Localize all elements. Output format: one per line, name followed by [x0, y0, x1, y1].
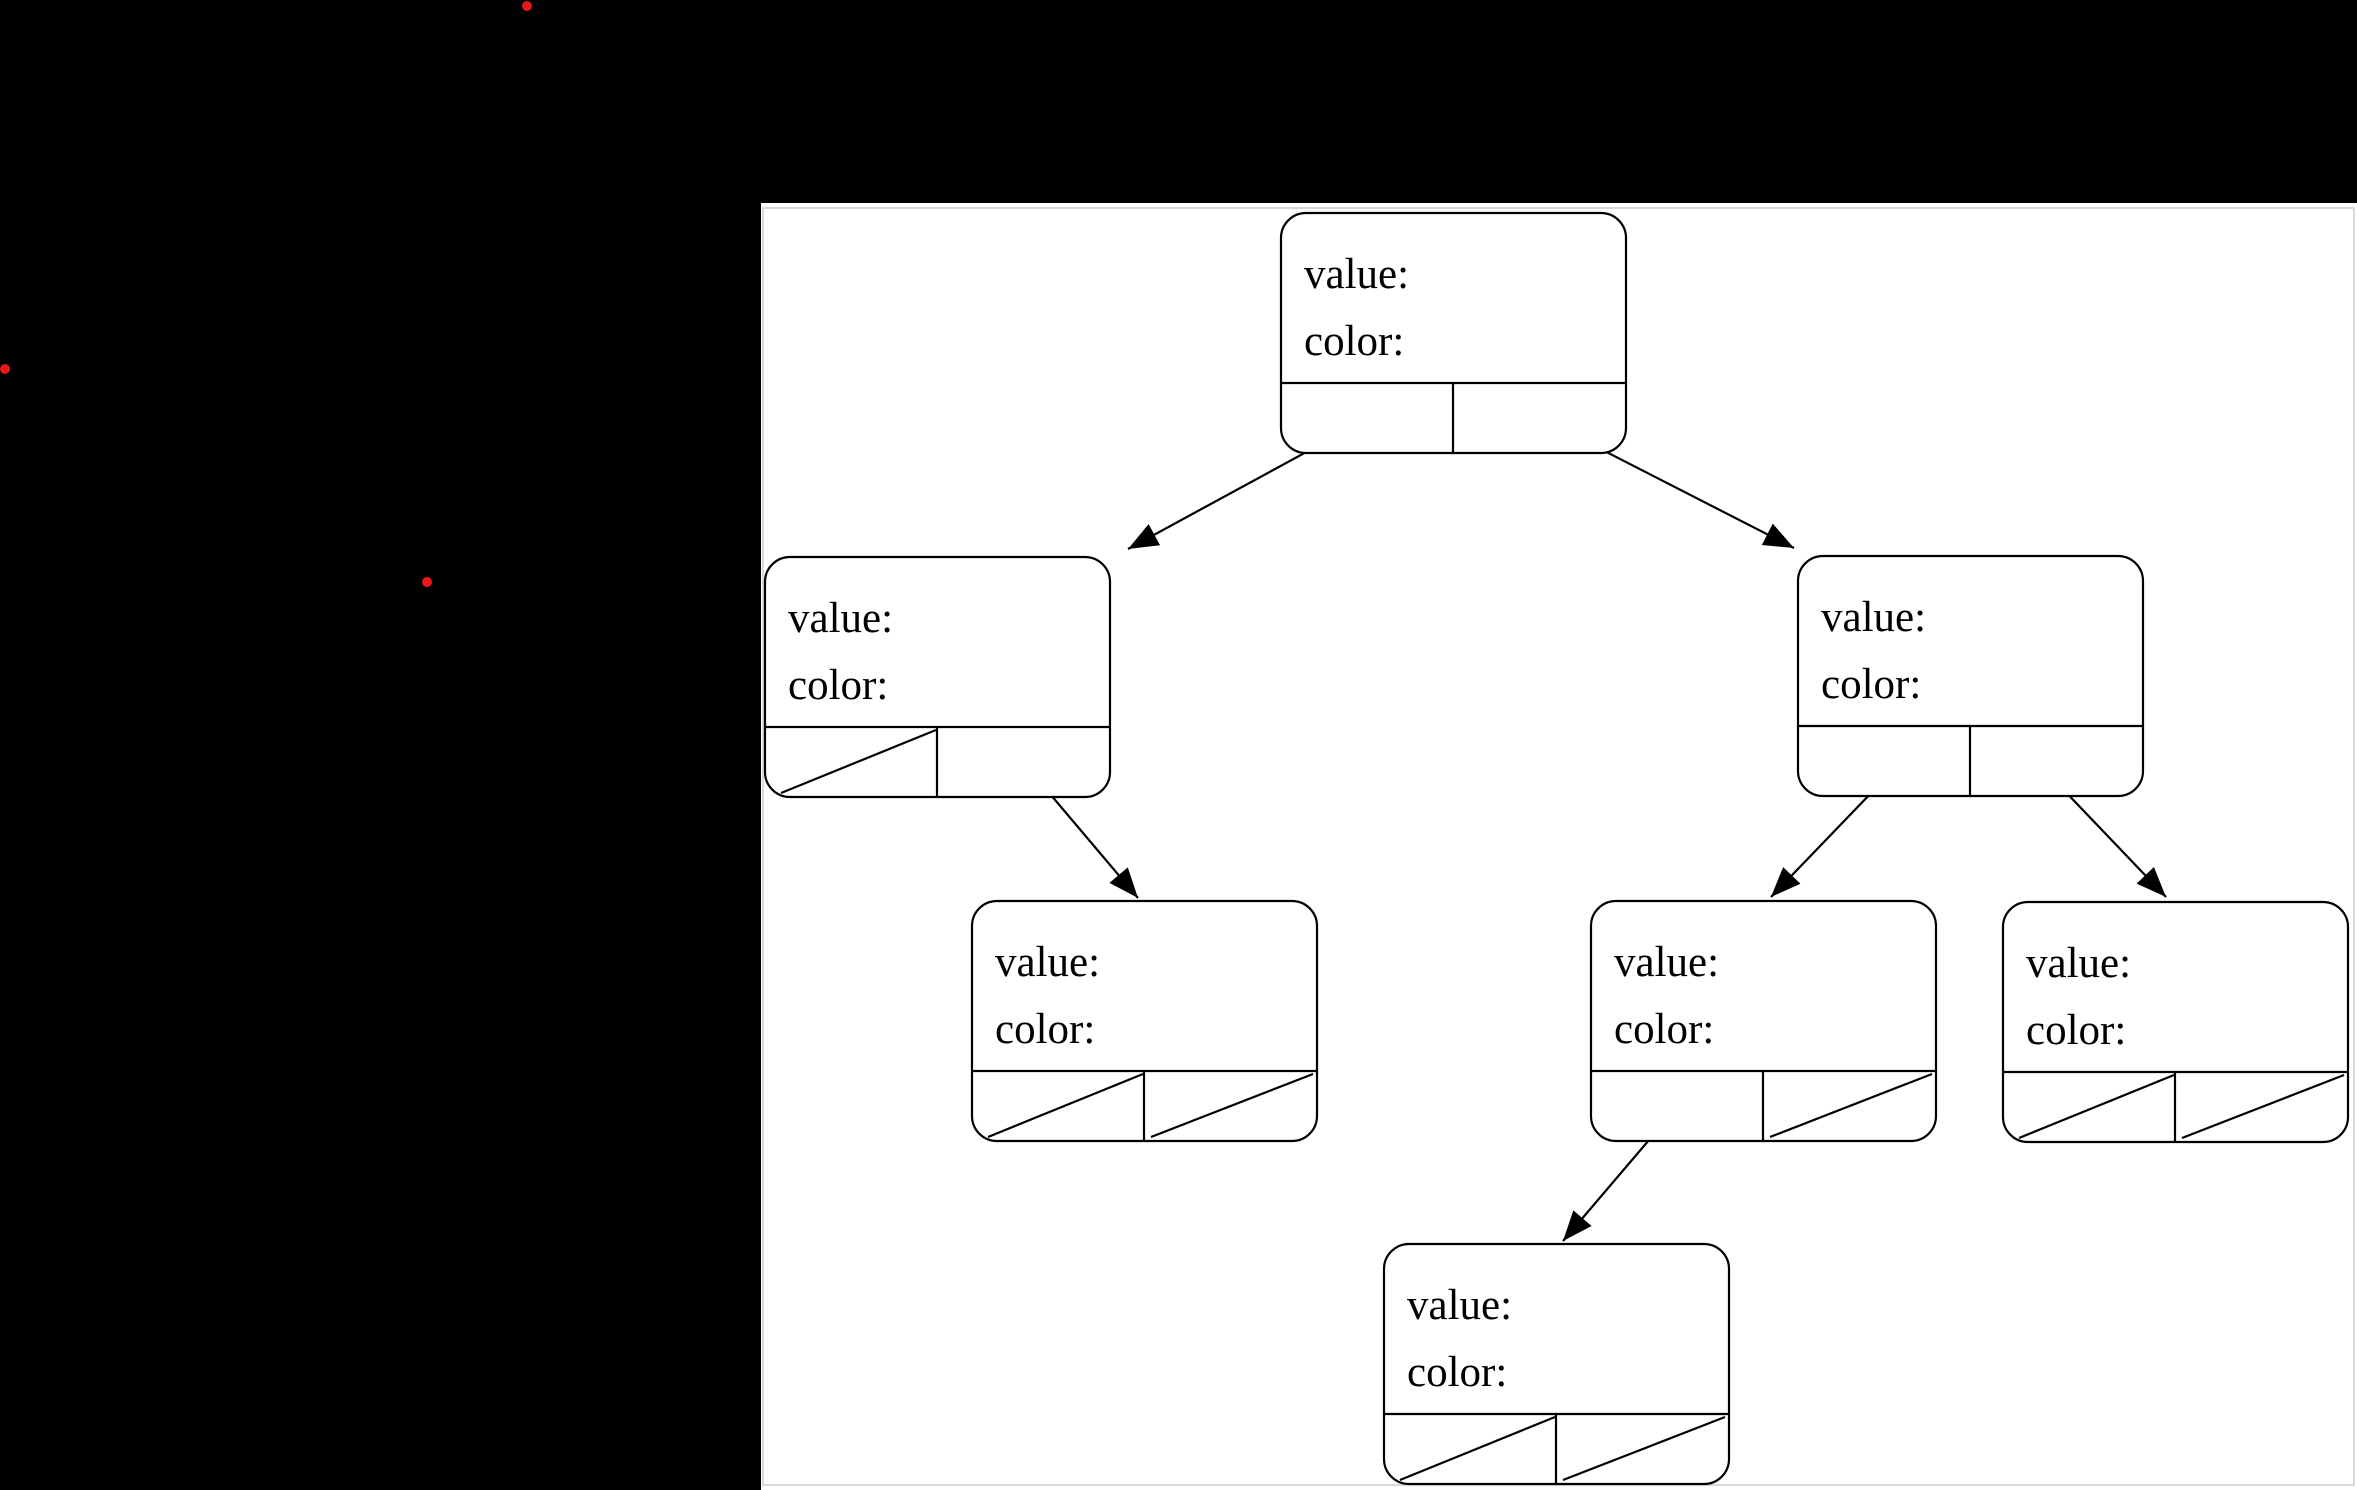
tree-node-root-labels: value: color: [1281, 213, 1626, 383]
tree-node-right-child-labels: value: color: [1798, 556, 2143, 726]
tree-node-left-right-grandchild [970, 899, 1319, 1143]
null-slash-right [2181, 1073, 2345, 1140]
color-label: color: [1821, 661, 1922, 708]
red-marker-dot [0, 364, 10, 374]
null-slash-right [1150, 1072, 1314, 1139]
red-marker-dot [522, 1, 532, 11]
null-slash-left [2018, 1073, 2175, 1140]
value-label: value: [1407, 1282, 1513, 1329]
tree-node-root [1279, 211, 1628, 455]
color-label: color: [1304, 318, 1405, 365]
value-label: value: [1821, 594, 1927, 641]
null-slash-left [1399, 1415, 1556, 1482]
tree-node-left-child-labels: value: color: [765, 557, 1110, 727]
tree-node-right-right-grandchild-labels: value: color: [2003, 902, 2348, 1072]
tree-node-right-left-grandchild-labels: value: color: [1591, 901, 1936, 1071]
value-label: value: [995, 939, 1101, 986]
tree-node-right-left-grandchild [1589, 899, 1938, 1143]
red-marker-dot [422, 577, 432, 587]
color-label: color: [788, 662, 889, 709]
null-slash-left [780, 728, 937, 795]
value-label: value: [788, 595, 894, 642]
tree-node-great-grandchild [1382, 1242, 1731, 1486]
tree-node-left-right-grandchild-labels: value: color: [972, 901, 1317, 1071]
tree-node-right-child [1796, 554, 2145, 798]
null-slash-right [1769, 1072, 1933, 1139]
tree-node-right-right-grandchild [2001, 900, 2350, 1144]
value-label: value: [2026, 940, 2132, 987]
color-label: color: [1614, 1006, 1715, 1053]
value-label: value: [1614, 939, 1720, 986]
color-label: color: [1407, 1349, 1508, 1396]
value-label: value: [1304, 251, 1410, 298]
color-label: color: [2026, 1007, 2127, 1054]
tree-node-left-child [763, 555, 1112, 799]
tree-node-great-grandchild-labels: value: color: [1384, 1244, 1729, 1414]
null-slash-right [1562, 1415, 1726, 1482]
null-slash-left [987, 1072, 1144, 1139]
color-label: color: [995, 1006, 1096, 1053]
red-marker-dots [0, 1, 532, 587]
